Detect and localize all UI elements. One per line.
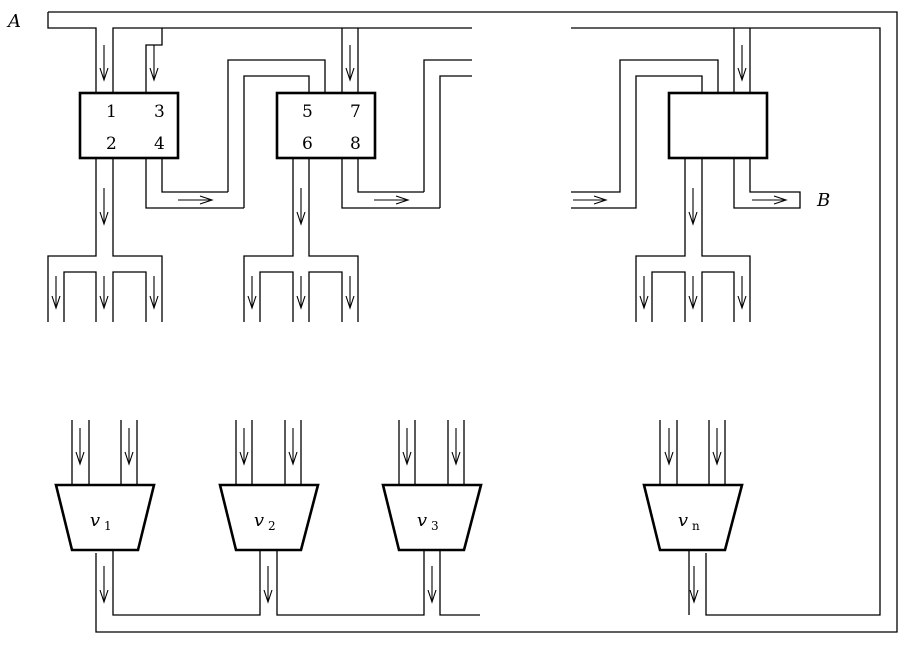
valve-n-sub: n — [692, 519, 700, 533]
valve-n: v n — [642, 483, 744, 552]
port-2: 2 — [106, 134, 117, 154]
valve-1-sub: 1 — [104, 519, 112, 533]
valve-2-symbol: v — [254, 510, 264, 531]
switch-2: 5 7 6 8 — [275, 91, 377, 160]
valve-n-symbol: v — [678, 510, 688, 531]
switch1-inlet-pipes — [99, 28, 163, 93]
label-A: A — [6, 11, 21, 32]
valve-3-sub: 3 — [431, 519, 439, 533]
port-4: 4 — [154, 134, 165, 154]
valve-inlet-pipes — [71, 420, 726, 485]
switch-1: 1 3 2 4 — [78, 91, 180, 160]
valve-2: v 2 — [218, 483, 320, 552]
valve-1: v 1 — [54, 483, 156, 552]
valve-3-symbol: v — [417, 510, 427, 531]
port-6: 6 — [302, 134, 313, 154]
manifold-2 — [243, 158, 359, 322]
port-5: 5 — [302, 102, 313, 122]
valve-outlet-pipes — [99, 550, 699, 616]
outer-loop-pipe — [47, 11, 898, 633]
valve-3: v 3 — [381, 483, 483, 552]
switch-n — [667, 91, 769, 160]
valve-1-symbol: v — [90, 510, 100, 531]
port-8: 8 — [350, 134, 361, 154]
port-3: 3 — [154, 102, 165, 122]
port-7: 7 — [350, 102, 361, 122]
manifold-n — [635, 158, 751, 322]
valve-2-sub: 2 — [268, 519, 276, 533]
manifold-1 — [47, 158, 163, 322]
label-B: B — [816, 190, 830, 211]
switchn-inlet-pipes — [571, 28, 751, 209]
switch2-inlet-pipes — [227, 28, 472, 208]
port-1: 1 — [106, 102, 117, 122]
switch-side-outlets — [145, 158, 801, 209]
